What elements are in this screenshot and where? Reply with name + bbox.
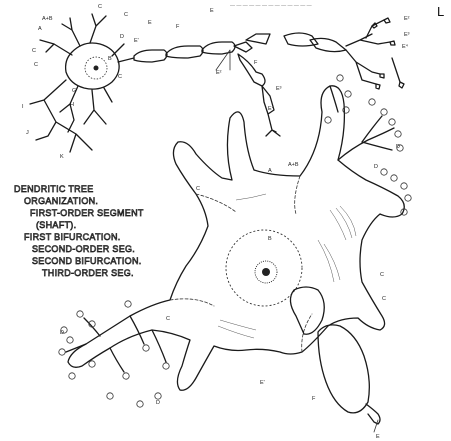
label-large-ab: A+B	[288, 162, 299, 168]
label-large-c3: C	[166, 316, 170, 322]
label-small-e6: E³	[404, 32, 410, 38]
label-large-b: B	[268, 236, 272, 242]
label-small-c2: C	[124, 12, 128, 18]
label-small-e4: E⁴	[268, 105, 275, 112]
label-small-e1: E'	[134, 38, 139, 44]
label-small-c3: C	[32, 48, 36, 54]
label-small-c4: C	[34, 62, 38, 68]
label-small-e2b: E²	[216, 70, 222, 76]
spines-left	[59, 301, 169, 407]
caption-line-3: FIRST-ORDER SEGMENT	[30, 208, 144, 218]
label-small-f2: F	[254, 60, 258, 66]
label-small-j: J	[26, 130, 29, 136]
small-soma	[66, 43, 120, 89]
caption-line-4: (SHAFT).	[36, 220, 76, 230]
label-small-d: D	[120, 34, 124, 40]
label-small-f: F	[176, 24, 180, 30]
label-small-k: K	[60, 154, 64, 160]
soma-shading	[218, 194, 356, 338]
label-small-e3: E³	[276, 86, 282, 92]
caption-line-2: ORGANIZATION.	[24, 196, 98, 206]
caption-line-5: FIRST BIFURCATION.	[24, 232, 121, 242]
label-small-c1: C	[98, 4, 102, 10]
label-large-d2: D	[156, 400, 160, 406]
caption-line-6: SECOND-ORDER SEG.	[32, 244, 135, 254]
label-small-c5: C	[118, 74, 122, 80]
label-large-d4: D	[374, 164, 378, 170]
caption-line-8: THIRD-ORDER SEG.	[42, 268, 134, 278]
label-large-d1: D	[60, 330, 64, 336]
caption-line-7: SECOND BIFURCATION.	[32, 256, 142, 266]
label-large-f: F	[312, 396, 316, 402]
label-small-e-top: E	[210, 8, 214, 14]
label-large-c4: C	[382, 296, 386, 302]
label-large-a: A	[268, 168, 272, 174]
header-text: — — — — — — — — — — — — —	[230, 3, 312, 9]
label-small-g: G	[72, 88, 76, 94]
label-large-c2: C	[380, 272, 384, 278]
label-small-b: B	[108, 56, 112, 62]
label-large-c1: C	[196, 186, 200, 192]
label-small-i: I	[22, 104, 24, 110]
label-small-h: H	[70, 102, 74, 108]
label-large-d3: D	[396, 144, 400, 150]
caption-line-1: DENDRITIC TREE	[14, 184, 94, 194]
label-small-e2: E	[148, 20, 152, 26]
label-small-a: A	[38, 26, 42, 32]
label-large-e: E	[376, 434, 380, 440]
small-neuron: A+B A C C C C C B D E' E F E E² F E³ E⁴ …	[22, 4, 410, 160]
label-large-e-prime: E'	[260, 380, 265, 386]
dendritic-tree-caption: DENDRITIC TREE ORGANIZATION. FIRST-ORDER…	[14, 184, 144, 278]
large-nucleus	[226, 230, 302, 306]
label-small-ab: A+B	[42, 16, 53, 22]
label-small-e7: E⁴	[402, 43, 409, 50]
label-small-e5: E²	[404, 16, 410, 22]
corner-mark: L	[437, 4, 444, 19]
